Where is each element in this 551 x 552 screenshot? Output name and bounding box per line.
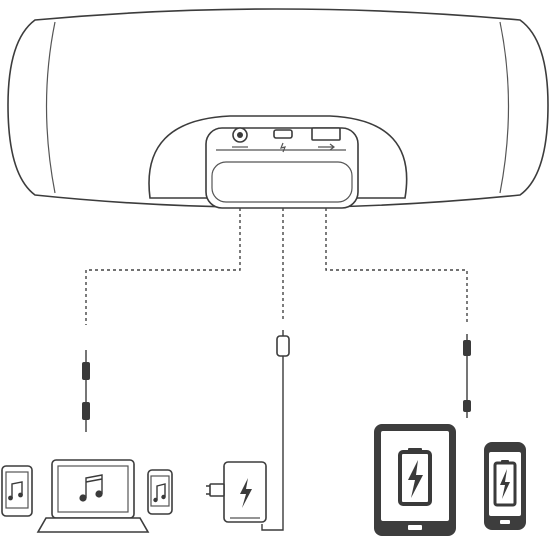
power-port (273, 129, 293, 153)
laptop-source (36, 459, 150, 533)
music-note-icon (79, 474, 103, 502)
phone-charging (484, 442, 526, 530)
tablet-charging (374, 424, 456, 536)
phone-source (147, 469, 173, 515)
music-note-icon (8, 481, 23, 501)
aux-cable (82, 350, 90, 432)
music-note-icon (153, 483, 166, 503)
charging-bolt-icon (408, 460, 423, 498)
aux-port (232, 127, 248, 148)
battery-charging-icon (398, 448, 432, 506)
usb-port (311, 127, 341, 151)
tablet-source (1, 465, 33, 517)
power-cable (261, 330, 290, 531)
port-panel (205, 127, 359, 209)
charging-bolt-icon (500, 469, 510, 499)
usb-dashed-line (325, 208, 468, 325)
power-adapter (206, 461, 267, 523)
battery-charging-icon (493, 460, 517, 507)
usb-cable (463, 334, 471, 418)
aux-dashed-line (85, 208, 241, 325)
charging-bolt-icon (240, 478, 252, 508)
